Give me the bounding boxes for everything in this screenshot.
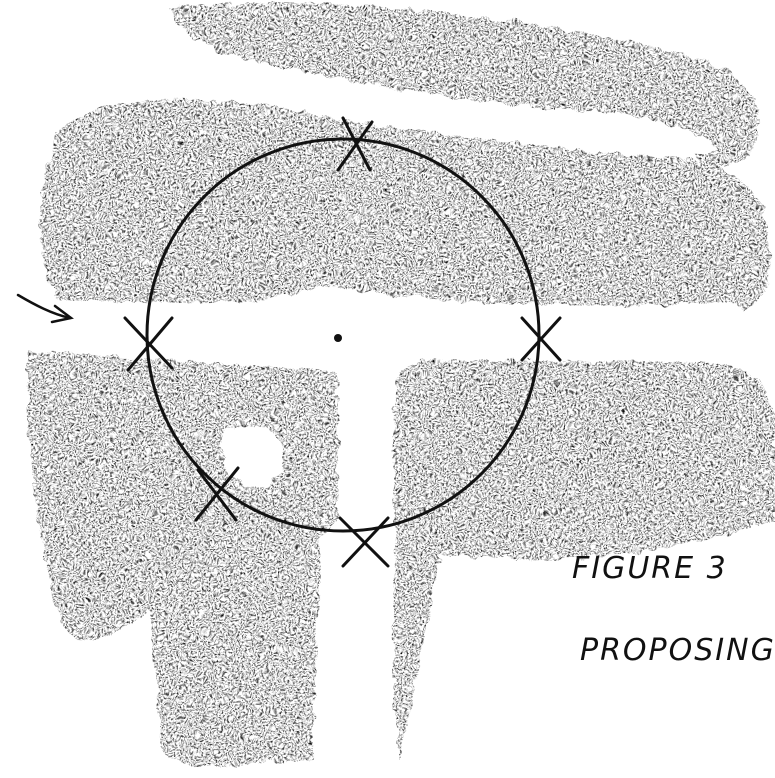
caption-line-2: PROPOSING (580, 633, 775, 668)
figure-caption: FIGURE 3 PROPOSING (572, 551, 775, 668)
center-dot (334, 334, 342, 342)
caption-line-1: FIGURE 3 (572, 551, 728, 586)
